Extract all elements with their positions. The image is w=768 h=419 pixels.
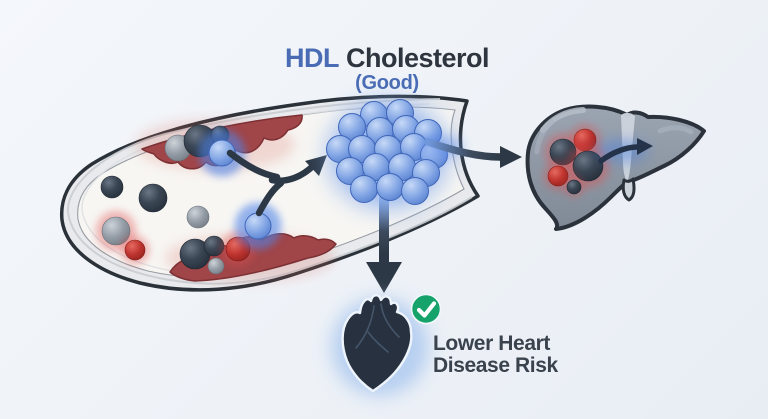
arrow-merged-shaft <box>268 161 318 184</box>
check-mark <box>416 301 437 318</box>
hdl-cluster <box>324 97 452 213</box>
cholesterol-particle-red <box>124 239 146 261</box>
right-arrowhead <box>500 146 522 168</box>
ldl-particle-dark <box>572 150 604 182</box>
arrow-tail-from-top-hdl <box>226 149 281 181</box>
title-hdl: HDL <box>285 43 339 73</box>
cholesterol-particle-gray <box>101 216 131 246</box>
liver-arrow-shaft <box>598 144 641 164</box>
heart-illustration <box>332 293 442 395</box>
ldl-particle-dark <box>566 179 582 195</box>
liver-highlight-right <box>657 125 694 135</box>
cholesterol-particle-gray <box>207 257 225 275</box>
caption-line2: Disease Risk <box>433 354 559 377</box>
liver-illustration <box>525 104 706 231</box>
heart-body <box>341 294 413 393</box>
arrowhead <box>305 155 327 176</box>
check-icon <box>410 293 442 325</box>
hdl-particle <box>401 177 429 205</box>
hdl-particle <box>350 175 378 203</box>
cholesterol-particle-red <box>547 165 569 187</box>
hdl-particles <box>326 99 448 205</box>
hdl-particle <box>376 173 404 201</box>
caption-line1: Lower Heart <box>433 332 550 355</box>
cholesterol-particle-gray <box>186 205 210 229</box>
title-cholesterol: Cholesterol <box>346 43 489 73</box>
ldl-particle-dark <box>138 183 168 213</box>
liver-gallbladder-stub <box>621 177 636 202</box>
down-arrowhead <box>366 262 402 293</box>
liver-highlight-left-2 <box>534 119 555 155</box>
heart-coronary-vessels <box>355 303 400 353</box>
page-subtitle: (Good) <box>355 72 419 94</box>
ldl-particle-dark <box>100 175 124 199</box>
right-arrow-shaft <box>424 138 504 161</box>
check-circle <box>410 293 442 325</box>
arrow-cluster-to-liver <box>418 136 522 168</box>
hdl-particle <box>244 212 272 240</box>
liver-internal-arrow <box>596 138 653 164</box>
liver-arrowhead <box>637 138 653 155</box>
arrow-vessel-to-cluster <box>226 149 327 217</box>
arrow-tail-from-bottom-hdl <box>255 179 285 217</box>
artery-particles <box>95 124 282 275</box>
